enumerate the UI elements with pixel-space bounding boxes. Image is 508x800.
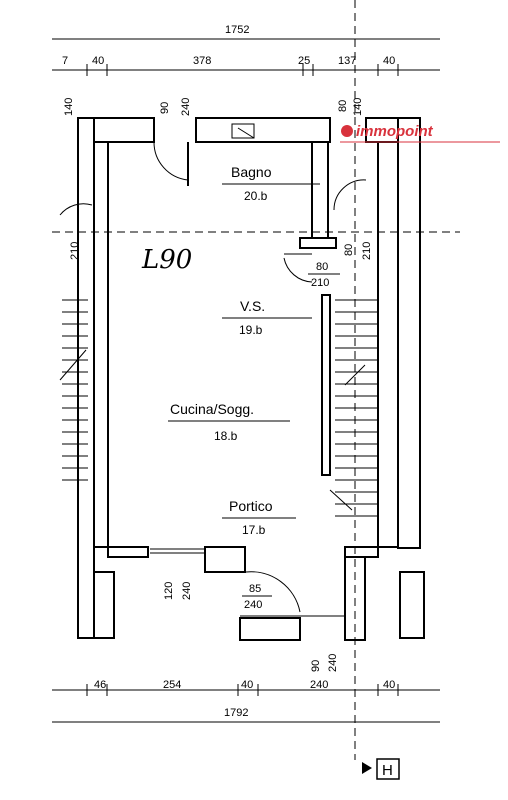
top-dimension-lines: 1752 7 40 378 25 137 40 <box>52 24 440 76</box>
dim-lower-left-h: 240 <box>181 582 193 600</box>
room-name-bagno: Bagno <box>231 164 272 180</box>
walls <box>77 117 425 641</box>
dim-lower-left-w: 120 <box>163 582 175 600</box>
section-marker-label: H <box>382 762 393 779</box>
room-area-cucina: 18.b <box>214 429 238 443</box>
bottom-dimension-lines: 46 254 40 240 40 1792 <box>52 679 440 723</box>
room-name-portico: Portico <box>229 498 273 514</box>
dim-right-side-w: 80 <box>343 244 355 256</box>
dim-top-seg-3: 378 <box>193 55 211 67</box>
stairs-left <box>59 299 88 481</box>
dim-inner-door-w: 80 <box>316 261 328 273</box>
dim-top-window-w: 90 <box>159 102 171 114</box>
dim-top-seg-4: 25 <box>298 55 310 67</box>
dim-bottom-seg-3: 40 <box>241 679 253 691</box>
dim-right-top-w: 80 <box>337 100 349 112</box>
room-area-bagno: 20.b <box>244 189 268 203</box>
dim-top-seg-5: 137 <box>338 55 356 67</box>
dim-front-door-w: 85 <box>249 583 261 595</box>
handwritten-note: L90 <box>141 245 192 275</box>
dim-bottom-total: 1792 <box>224 707 248 719</box>
dim-top-seg-6: 40 <box>383 55 395 67</box>
dim-inner-door-h: 210 <box>311 277 329 289</box>
dim-bottom-seg-4: 240 <box>310 679 328 691</box>
dim-bottom-seg-2: 254 <box>163 679 181 691</box>
dim-top-seg-2: 40 <box>92 55 104 67</box>
room-name-vs: V.S. <box>240 298 265 314</box>
dim-top-seg-1: 7 <box>62 55 68 67</box>
dim-top-total: 1752 <box>225 24 249 36</box>
opening-dimensions: 90 240 140 80 140 210 80 210 80 210 120 … <box>63 98 373 672</box>
dim-bottom-seg-1: 46 <box>94 679 106 691</box>
dim-bottom-seg-5: 40 <box>383 679 395 691</box>
door-swings <box>59 123 367 617</box>
stairs-right <box>329 299 378 517</box>
dim-left-window-w: 140 <box>63 98 75 116</box>
dim-top-window-h: 240 <box>180 98 192 116</box>
watermark-logo: immopoint <box>340 123 500 143</box>
dim-right-top-h: 140 <box>352 98 364 116</box>
section-marker: H <box>362 758 400 780</box>
room-name-cucina: Cucina/Sogg. <box>170 401 254 417</box>
room-area-vs: 19.b <box>239 323 263 337</box>
room-area-portico: 17.b <box>242 523 266 537</box>
dim-bottom-door-w: 90 <box>310 660 322 672</box>
dim-bottom-door-h: 240 <box>327 654 339 672</box>
room-labels: Bagno 20.b V.S. 19.b Cucina/Sogg. 18.b P… <box>168 164 320 537</box>
dim-right-side-h: 210 <box>361 242 373 260</box>
dim-left-side-h: 210 <box>69 242 81 260</box>
dim-front-door-h: 240 <box>244 599 262 611</box>
watermark-text: immopoint <box>356 123 434 140</box>
